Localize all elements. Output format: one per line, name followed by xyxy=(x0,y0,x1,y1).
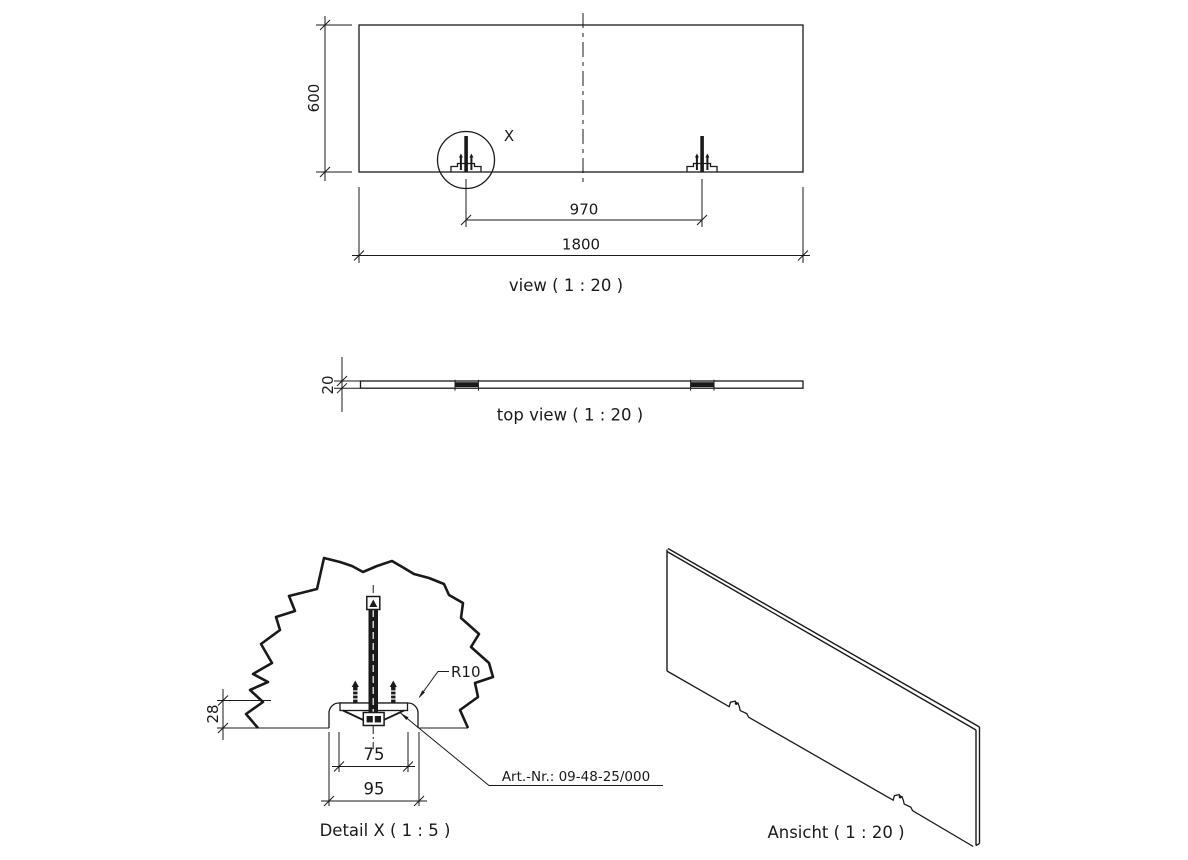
bracket-rod xyxy=(464,136,468,172)
top-view-label: top view ( 1 : 20 ) xyxy=(497,406,643,425)
bracket-screw xyxy=(459,157,462,170)
dim-tick xyxy=(319,166,331,178)
bracket-screw-icon xyxy=(469,153,474,158)
iso-view-label: Ansicht ( 1 : 20 ) xyxy=(767,823,904,842)
bracket-screw xyxy=(706,157,709,170)
radius-callout-label: R10 xyxy=(451,663,481,681)
iso-view: Ansicht ( 1 : 20 ) xyxy=(666,547,981,848)
dim-tick xyxy=(333,761,345,772)
detail-view-label: Detail X ( 1 : 5 ) xyxy=(320,821,451,840)
bracket-screw-icon xyxy=(694,153,699,158)
dim-1800-value: 1800 xyxy=(562,236,600,254)
dim-tick xyxy=(336,375,348,387)
dim-75-value: 75 xyxy=(364,745,385,764)
break-outline xyxy=(244,556,495,729)
dim-tick xyxy=(319,19,331,31)
leader-line xyxy=(419,671,449,698)
dim-95-value: 95 xyxy=(364,780,385,799)
bracket-screw-icon xyxy=(458,153,463,158)
dim-tick xyxy=(217,695,229,706)
dim-tick xyxy=(696,214,708,226)
panel-top-front-edge xyxy=(666,550,977,731)
dim-970: 970 xyxy=(460,179,708,227)
dim-600: 600 xyxy=(305,16,352,181)
dim-970-value: 970 xyxy=(570,201,599,219)
detail-view: 28 75 95 R10 Art. xyxy=(204,556,663,840)
front-view-label: view ( 1 : 20 ) xyxy=(509,276,623,295)
dim-600-value: 600 xyxy=(305,84,323,113)
dim-95: 95 xyxy=(321,732,427,807)
bracket-screw xyxy=(695,157,698,170)
dim-28: 28 xyxy=(204,689,229,740)
top-view: 20 top view ( 1 : 20 ) xyxy=(319,357,804,425)
detail-marker-label: X xyxy=(504,127,514,145)
panel-bottom-bevel xyxy=(975,842,980,847)
front-view: X 600 970 1800 view ( 1 : 2 xyxy=(305,13,810,295)
panel-edge-outline xyxy=(359,380,804,389)
dim-tick xyxy=(460,214,472,226)
anchor-arrow-icon xyxy=(369,599,378,607)
dim-tick xyxy=(336,382,348,394)
leader-arrow-icon xyxy=(400,713,409,720)
leader-arrow-icon xyxy=(418,690,425,699)
bracket-screw-icon xyxy=(705,153,710,158)
dim-tick xyxy=(217,722,229,734)
bracket-rod xyxy=(700,136,704,172)
dim-tick xyxy=(402,761,414,772)
clip-hook-icon xyxy=(734,701,738,705)
fixing-screw-left xyxy=(351,680,359,703)
dim-28-value: 28 xyxy=(204,704,222,723)
dim-20-value: 20 xyxy=(319,375,337,394)
radius-callout: R10 xyxy=(418,663,481,699)
part-number-callout: Art.-Nr.: 09-48-25/000 xyxy=(400,712,663,786)
panel-bottom-edge xyxy=(666,670,974,848)
dim-20: 20 xyxy=(319,357,360,412)
panel-outline xyxy=(358,24,804,173)
dim-75: 75 xyxy=(332,732,415,772)
bracket-mark-left xyxy=(455,382,479,387)
leader-line xyxy=(400,712,663,786)
fixing-screw-right xyxy=(389,680,397,703)
dim-tick xyxy=(323,795,335,807)
bracket-screw xyxy=(470,157,473,170)
dim-tick xyxy=(353,250,365,261)
bracket-left xyxy=(450,136,482,172)
bracket-right xyxy=(686,136,718,172)
adjuster-nut xyxy=(362,711,385,727)
dim-tick xyxy=(797,250,809,261)
dim-1800: 1800 xyxy=(352,187,810,263)
panel-top-back-edge xyxy=(667,547,980,728)
bracket-mark-right xyxy=(690,382,714,387)
dim-tick xyxy=(413,795,425,807)
part-number-label: Art.-Nr.: 09-48-25/000 xyxy=(502,769,650,785)
clip-hook-icon xyxy=(898,795,902,799)
